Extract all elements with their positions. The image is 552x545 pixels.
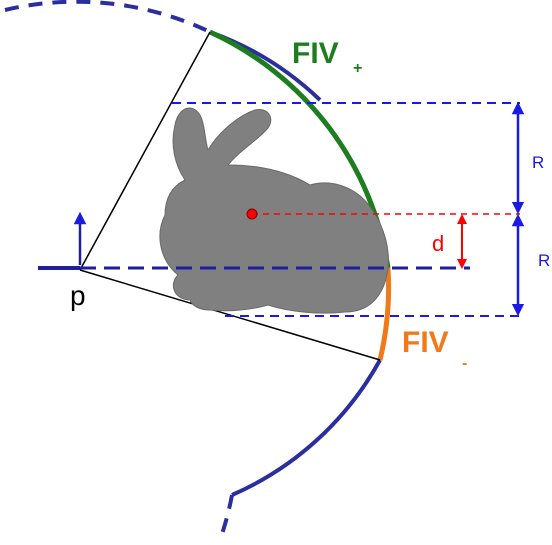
radius-label-upper: R — [532, 153, 544, 172]
circle-arc-dashed-top — [4, 0, 211, 34]
fiv-minus-label: FIV — [402, 326, 449, 359]
bunny-silhouette — [159, 107, 389, 314]
fiv-minus-subscript: - — [462, 355, 467, 372]
point-label: p — [70, 280, 86, 311]
fiv-plus-label: FIV — [292, 37, 339, 70]
circle-arc-solid-bottom — [231, 359, 382, 497]
fiv-plus-subscript: + — [353, 60, 362, 77]
ray-upper — [79, 31, 211, 271]
circle-arc-dashed-bottom — [218, 494, 234, 541]
offset-label: d — [432, 231, 444, 256]
fiv-minus-arc — [377, 267, 392, 361]
radius-label-lower: R — [538, 251, 550, 270]
center-dot-icon — [246, 208, 258, 220]
